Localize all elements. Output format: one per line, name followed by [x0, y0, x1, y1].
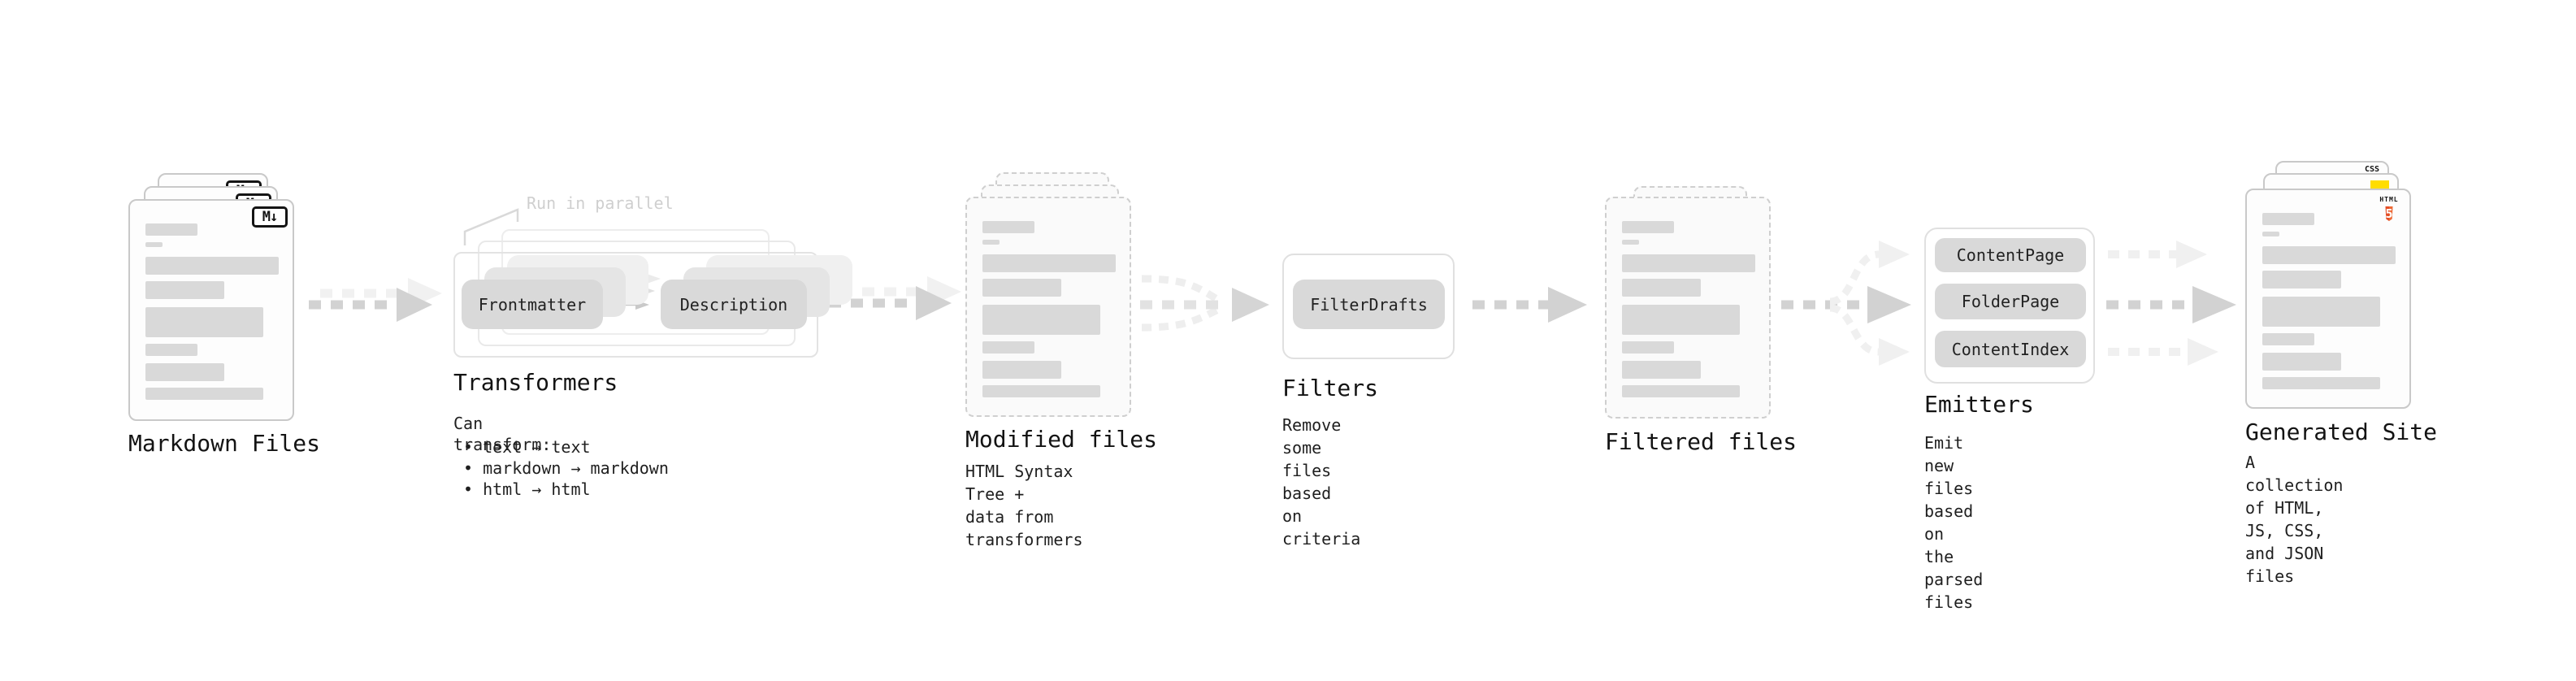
text-line-bar — [2262, 213, 2314, 225]
filters-caption: Remove some files based on criteria — [1282, 415, 1361, 549]
text-line-bar — [1622, 240, 1639, 245]
text-line-bar — [982, 305, 1100, 335]
folderpage-pill: FolderPage — [1935, 284, 2086, 319]
stage-label-filters: Filters — [1282, 375, 1379, 401]
text-line-bar — [2262, 246, 2396, 264]
text-line-bar — [1622, 361, 1701, 379]
text-line-bar — [1622, 254, 1755, 272]
contentpage-pill: ContentPage — [1935, 238, 2086, 272]
text-line-bar — [2262, 353, 2341, 371]
markdown-icon: M↓ — [252, 206, 288, 228]
arrow-filtered-to-emitters-fan-out — [1781, 241, 1911, 366]
text-line-bar — [2262, 232, 2279, 236]
generated-site-caption: A collection of HTML, JS, CSS, and JSON … — [2245, 453, 2344, 586]
frontmatter-pill: Frontmatter — [462, 280, 603, 329]
text-line-bar — [2262, 271, 2341, 288]
js-file-icon — [2370, 180, 2389, 189]
filterdrafts-pill: FilterDrafts — [1293, 280, 1445, 329]
contentindex-pill: ContentIndex — [1935, 331, 2086, 367]
text-line-bar — [2262, 333, 2314, 345]
transformers-bullet-list: • text → text • markdown → markdown • ht… — [463, 436, 669, 500]
bullet-item: • html → html — [463, 479, 591, 499]
text-line-bar — [145, 257, 279, 275]
stage-label-filtered-files: Filtered files — [1605, 428, 1798, 455]
document-text-lines — [145, 223, 279, 400]
text-line-bar — [1622, 341, 1674, 354]
file-card-html: HTML 5 — [2245, 189, 2411, 409]
text-line-bar — [2262, 377, 2380, 389]
arrow-emitters-to-generated — [2106, 241, 2236, 366]
stage-label-generated-site: Generated Site — [2245, 419, 2438, 445]
document-text-lines — [2262, 213, 2396, 389]
html5-icon: HTML 5 — [2379, 197, 2399, 224]
file-card-front: M↓ — [128, 199, 294, 421]
stage-label-markdown-files: Markdown Files — [128, 430, 321, 457]
text-line-bar — [1622, 305, 1740, 335]
bullet-item: • markdown → markdown — [463, 458, 669, 478]
text-line-bar — [982, 240, 1000, 245]
text-line-bar — [982, 221, 1034, 233]
text-line-bar — [1622, 385, 1740, 397]
text-line-bar — [145, 307, 263, 337]
text-line-bar — [982, 361, 1061, 379]
text-line-bar — [145, 344, 197, 356]
text-line-bar — [145, 281, 224, 299]
text-line-bar — [145, 223, 197, 236]
text-line-bar — [982, 254, 1116, 272]
arrow-filters-to-filtered — [1472, 287, 1587, 323]
css-icon-label: CSS — [2364, 165, 2380, 174]
stage-label-emitters: Emitters — [1924, 391, 2034, 418]
run-in-parallel-annotation: Run in parallel — [527, 193, 674, 213]
transformers-caption-title: Can transform: — [453, 414, 552, 454]
text-line-bar — [145, 388, 263, 400]
document-text-lines — [1622, 221, 1755, 397]
file-card-front — [965, 197, 1131, 417]
text-line-bar — [982, 385, 1100, 397]
text-line-bar — [145, 242, 163, 247]
arrow-markdown-to-transformers — [309, 278, 442, 322]
text-line-bar — [1622, 221, 1674, 233]
document-text-lines — [982, 221, 1116, 397]
text-line-bar — [2262, 297, 2380, 327]
html5-wordmark: HTML — [2379, 196, 2399, 203]
text-line-bar — [1622, 279, 1701, 297]
description-pill: Description — [661, 280, 807, 329]
html5-shield: 5 — [2385, 206, 2393, 221]
emitters-caption: Emit new files based on the parsed files — [1924, 433, 1984, 612]
html5-shield-highlight — [2389, 206, 2393, 221]
text-line-bar — [145, 363, 224, 381]
text-line-bar — [982, 341, 1034, 354]
bullet-item: • text → text — [463, 437, 591, 457]
file-card-front — [1605, 197, 1771, 419]
arrow-modified-to-filters-fan-in — [1140, 275, 1269, 332]
text-line-bar — [982, 279, 1061, 297]
stage-label-transformers: Transformers — [453, 369, 618, 396]
stage-label-modified-files: Modified files — [965, 426, 1158, 453]
modified-files-caption: HTML Syntax Tree + data from transformer… — [965, 462, 1083, 549]
